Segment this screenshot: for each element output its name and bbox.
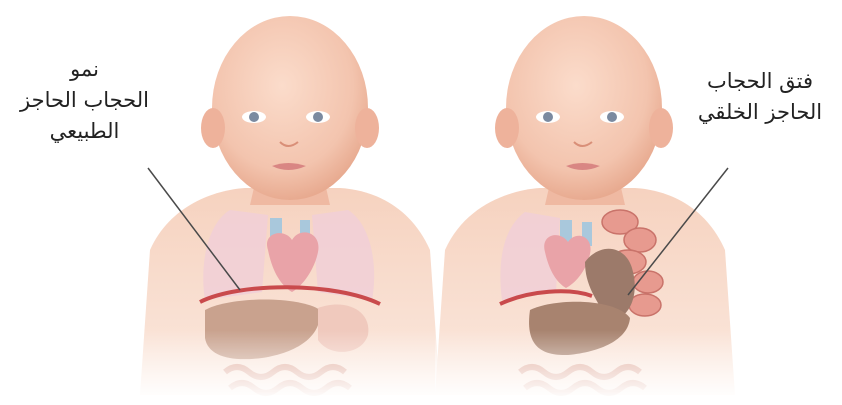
label-hernia-line1: فتق الحجاب	[678, 66, 842, 97]
iris-right-normal	[313, 112, 323, 122]
ear-right-normal	[355, 108, 379, 148]
label-normal-line1: نمو	[2, 54, 167, 85]
fade-normal	[140, 330, 440, 400]
fade-hernia	[435, 330, 735, 400]
label-hernia-line2: الحاجز الخلقي	[678, 97, 842, 128]
iris-right-hernia	[607, 112, 617, 122]
iris-left-normal	[249, 112, 259, 122]
baby-normal	[140, 16, 440, 400]
head-normal	[212, 16, 368, 200]
label-congenital-hernia: فتق الحجاب الحاجز الخلقي	[678, 66, 842, 128]
iris-left-hernia	[543, 112, 553, 122]
ear-left-normal	[201, 108, 225, 148]
label-normal-line2: الحجاب الحاجز	[2, 85, 167, 116]
ear-left-hernia	[495, 108, 519, 148]
label-normal-diaphragm: نمو الحجاب الحاجز الطبيعي	[2, 54, 167, 147]
label-normal-line3: الطبيعي	[2, 116, 167, 147]
ear-right-hernia	[649, 108, 673, 148]
head-hernia	[506, 16, 662, 200]
